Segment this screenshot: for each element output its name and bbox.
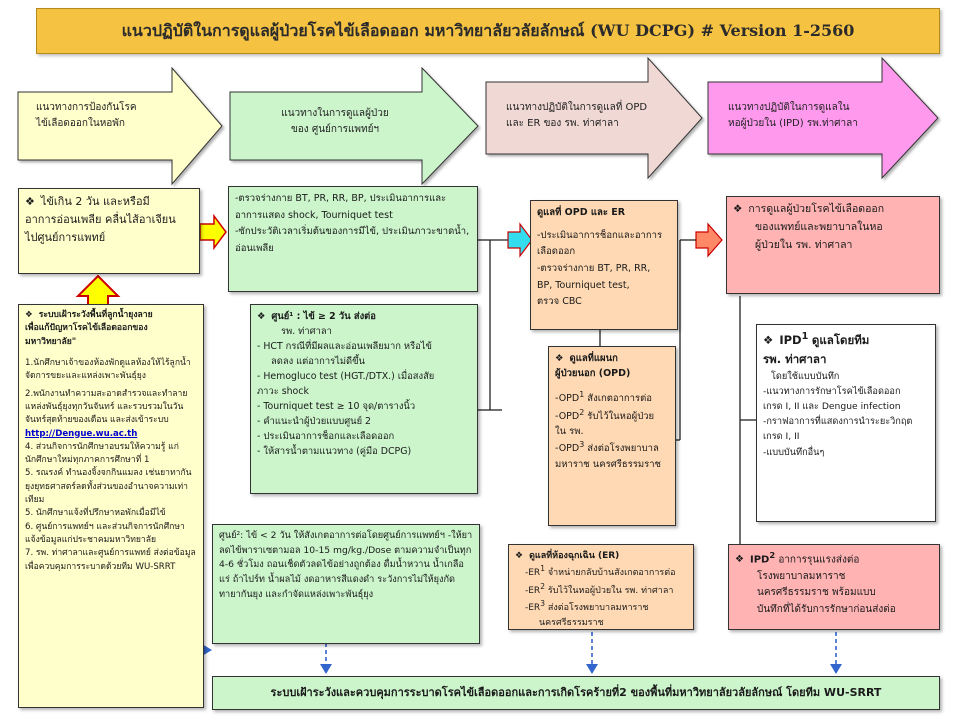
ipd2-box: ❖IPD2 อาการรุนแรงส่งต่อ โรงพยาบาลมหาราช … (728, 544, 940, 630)
er-box: ❖ดูแลที่ห้องฉุกเฉิน (ER) -ER1 จำหน่ายกลั… (508, 544, 694, 630)
arrow-fever-to-center (199, 213, 227, 251)
ipd1-box: ❖IPD1 ดูแลโดยทีม รพ. ท่าศาลา โดยใช้แบบบั… (756, 324, 936, 522)
bullet-icon: ❖ (257, 311, 266, 322)
bullet-icon: ❖ (25, 195, 35, 208)
arrow-label-ipd: แนวทางปฏิบัติในการดูแลในหอผู้ป่วยใน (IPD… (728, 102, 858, 129)
bullet-icon: ❖ (763, 332, 774, 347)
page-title: แนวปฏิบัติในการดูแลผู้ป่วยโรคไข้เลือดออก… (36, 8, 940, 54)
connector-lines (478, 239, 756, 561)
ipd-care-box: ❖การดูแลผู้ป่วยโรคไข้เลือดออก ของแพทย์แล… (726, 196, 940, 294)
bullet-icon: ❖ (25, 310, 33, 320)
arrow-label-prevention: แนวทางการป้องกันโรคไข้เลือดออกในหอพัก (36, 102, 137, 129)
surveillance-box: ❖ระบบเฝ้าระวังพื้นที่ลูกน้ำยุงลาย เพื่อแ… (18, 304, 204, 708)
mc-screening-box: -ตรวจร่างกาย BT, PR, RR, BP, ประเมินอากา… (228, 186, 478, 292)
arrow-opd-er (485, 56, 703, 180)
dengue-link[interactable]: http://Dengue.wu.ac.th (25, 428, 138, 439)
bullet-icon: ❖ (515, 551, 524, 561)
opd-er-box: ดูแลที่ OPD และ ER -ประเมินอาการช็อกและอ… (530, 200, 678, 330)
bullet-icon: ❖ (735, 554, 744, 566)
footer-surveillance-bar: ระบบเฝ้าระวังและควบคุมการระบาดโรคไข้เลือ… (212, 676, 940, 710)
arrow-medical-center (229, 66, 479, 186)
arrow-ipd (707, 56, 939, 180)
arrow-to-opd (507, 222, 533, 258)
arrow-up-surveillance (75, 274, 121, 307)
bullet-icon: ❖ (733, 203, 743, 215)
bullet-icon: ❖ (555, 353, 564, 364)
opd-outpatient-box: ❖ดูแลที่แผนก ผู้ป่วยนอก (OPD) -OPD1 สังเ… (548, 346, 676, 526)
center2-box: ศูนย์²: ไข้ < 2 วัน ให้สังเกตอาการต่อโดย… (212, 524, 480, 644)
dashed-arrowheads (202, 644, 842, 674)
center1-box: ❖ศูนย์¹ : ไข้ ≥ 2 วัน ส่งต่อ รพ. ท่าศาลา… (250, 304, 478, 494)
arrow-to-ipd (695, 222, 723, 258)
arrow-label-medical-center: แนวทางในการดูแลผู้ป่วยของ ศูนย์การแพทย์ฯ (281, 108, 389, 135)
arrow-prevention (17, 66, 223, 186)
fever-box: ❖ไข้เกิน 2 วัน และหรือมี อาการอ่อนเพลีย … (18, 188, 200, 274)
